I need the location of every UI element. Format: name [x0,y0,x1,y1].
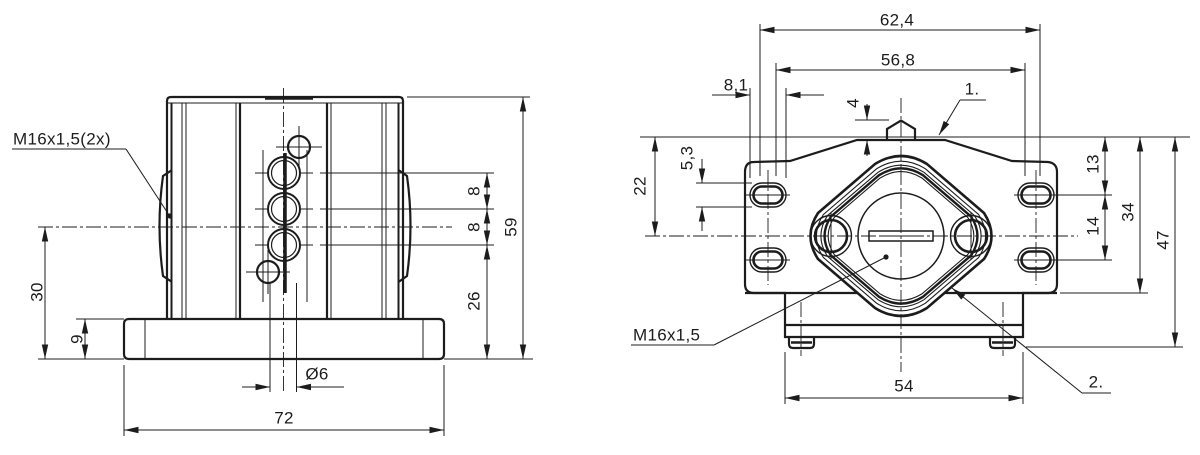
side-view-geometry [640,98,1190,372]
dim-overall-height-59: 59 [501,217,521,237]
dim-inner-width-56-8: 56,8 [880,50,916,70]
leader-thread-callout-front [12,148,173,219]
dim-flange-height-34: 34 [1118,202,1138,222]
dim-base-width-54: 54 [894,376,914,396]
dim-slot-pitch-14: 14 [1083,216,1103,236]
note-1: 1. [964,79,980,99]
front-right-port-boss [397,169,412,283]
dim-port-pitch-lower-8: 8 [464,222,484,232]
side-body-outline [743,138,1059,339]
dim-center-height-30: 30 [27,282,47,302]
thread-callout-side: M16x1,5 [633,325,701,345]
dim-base-thickness-9: 9 [67,334,87,344]
dim-slot-height-5-3: 5,3 [677,145,697,171]
leader-note-2 [951,287,1111,394]
side-feet [787,337,1017,350]
front-base-flange [122,317,446,361]
dim-base-width-72: 72 [274,408,294,428]
side-top-nub [885,119,917,140]
leader-thread-callout-side [631,254,889,346]
dim-slot1-offset-13: 13 [1083,154,1103,174]
front-left-port-boss [158,169,173,283]
side-view-dimensions [631,24,1183,404]
dim-port-to-base-26: 26 [464,291,484,311]
dim-nub-height-4: 4 [843,98,863,108]
dim-hole-dia-6: Ø6 [305,364,329,384]
dim-port-pitch-upper-8: 8 [464,186,484,196]
dim-outer-width-62-4: 62,4 [879,10,915,30]
front-view-geometry [38,88,452,392]
thread-callout-front: M16x1,5(2x) [13,129,111,149]
side-slot-ticks [746,194,1112,261]
front-view-dimensions [12,96,533,436]
note-2: 2. [1088,372,1104,392]
dim-slot-width-8-1: 8,1 [723,75,749,95]
dim-center-offset-22: 22 [630,176,650,196]
leader-note-1 [938,99,986,136]
dim-body-height-47: 47 [1153,230,1173,250]
